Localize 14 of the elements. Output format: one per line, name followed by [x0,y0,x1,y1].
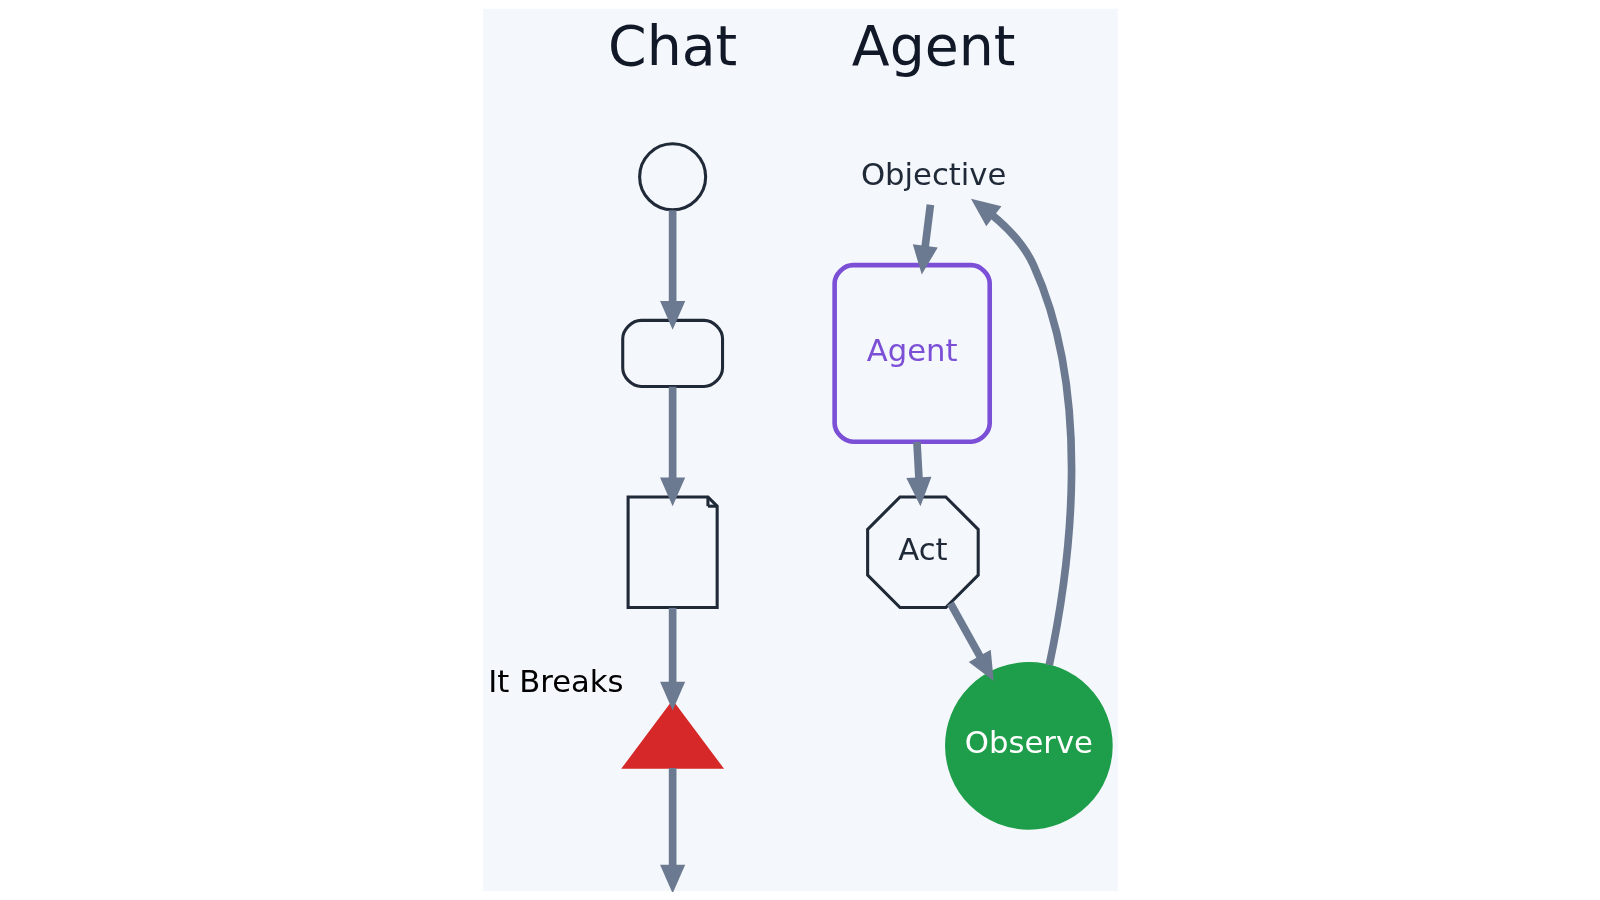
arrow [659,607,685,711]
arrow [970,198,1075,666]
arrow [946,601,994,682]
node-person [637,142,707,212]
arrow [659,768,685,892]
node-label: It Breaks [487,664,624,700]
node-text: Objective [860,156,1006,192]
node-bubble [620,318,724,388]
arrow [905,441,931,507]
arrow [659,210,685,330]
label: Chat [607,14,737,79]
node-box: Agent [831,262,992,444]
label: Agent [851,14,1015,79]
node-circle: Observe [944,661,1113,830]
